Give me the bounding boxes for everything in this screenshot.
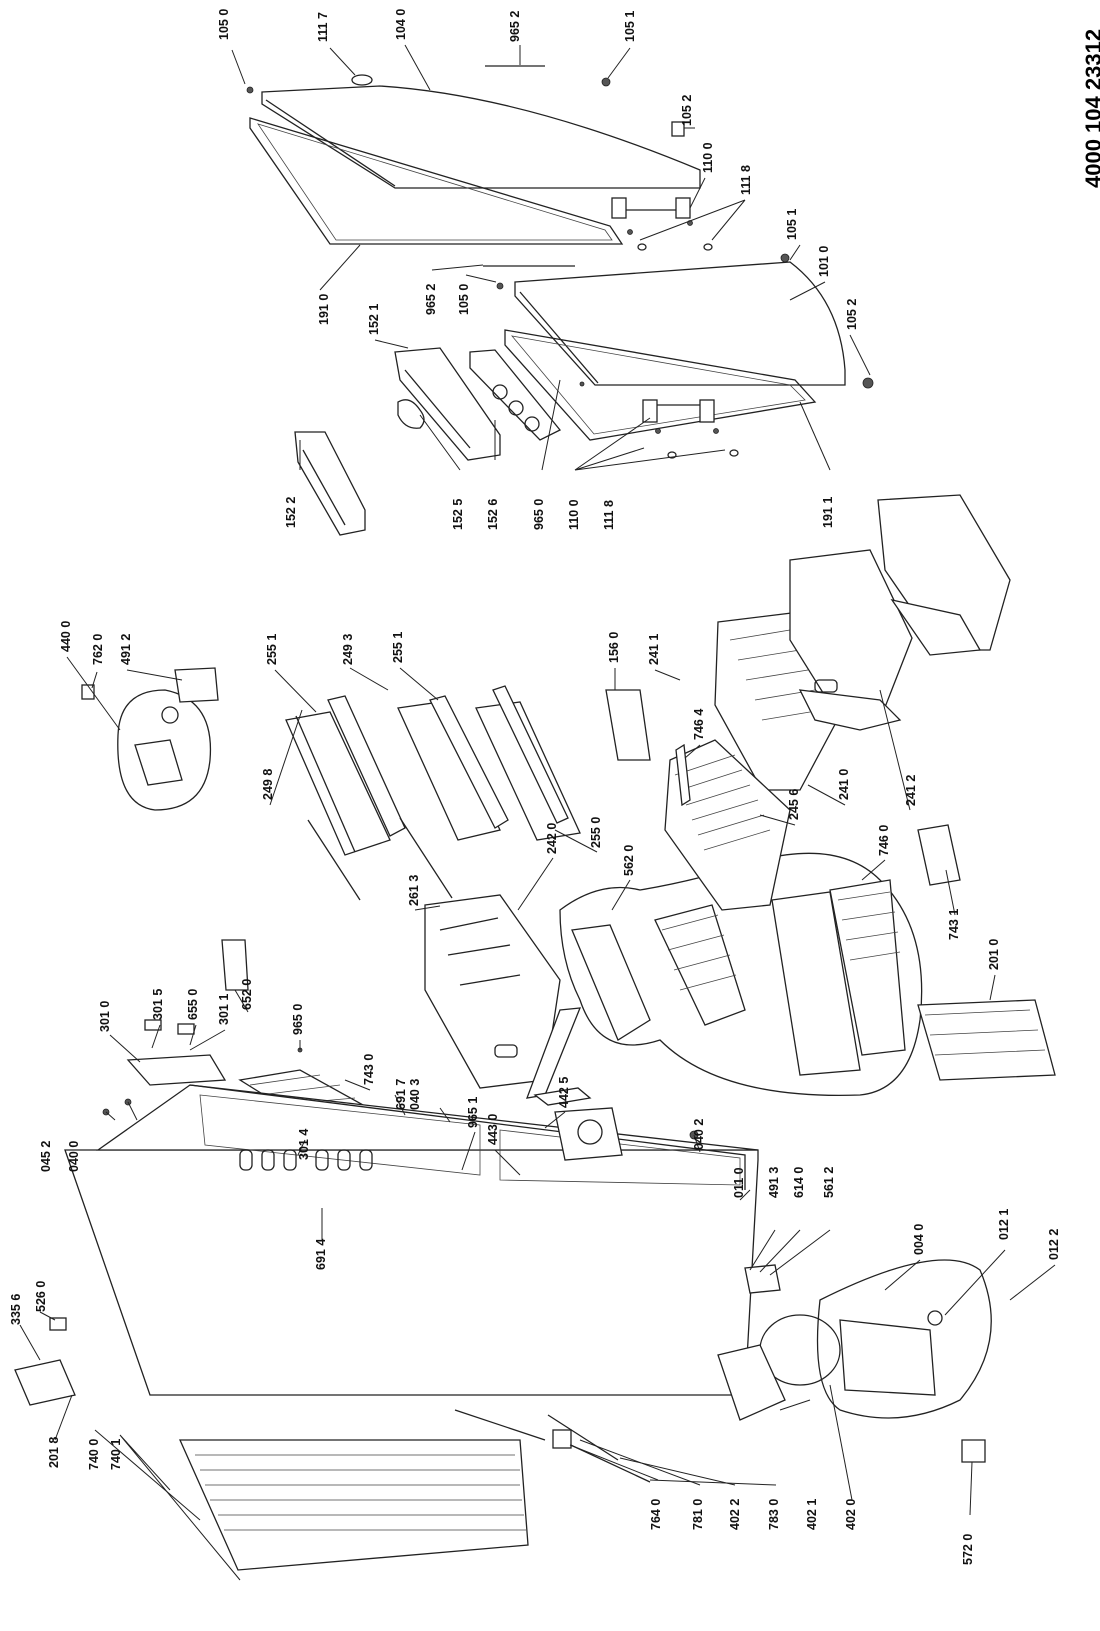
part-label: 040 3 — [408, 1078, 422, 1110]
part-label: 965 0 — [291, 1003, 305, 1035]
glass-shelves-drawing — [285, 685, 581, 901]
part-label: 012 2 — [1047, 1228, 1061, 1260]
part-label: 781 0 — [691, 1498, 705, 1530]
freezer-drawers-drawing — [714, 494, 1011, 791]
part-label: 255 1 — [391, 631, 405, 663]
part-label: 101 0 — [817, 245, 831, 277]
part-label: 965 2 — [508, 10, 522, 42]
part-label: 655 0 — [186, 988, 200, 1020]
part-label: 105 2 — [680, 94, 694, 126]
part-label: 764 0 — [649, 1498, 663, 1530]
part-label: 526 0 — [34, 1280, 48, 1312]
freezer-door-drawing — [246, 65, 713, 251]
part-label: 110 0 — [701, 142, 715, 173]
part-label: 249 3 — [341, 633, 355, 665]
part-label: 965 1 — [466, 1096, 480, 1128]
part-label: 443 0 — [486, 1113, 500, 1145]
part-label: 965 2 — [424, 283, 438, 315]
part-label: 652 0 — [240, 978, 254, 1010]
part-label: 442 5 — [557, 1076, 571, 1108]
part-label: 740 1 — [109, 1438, 123, 1470]
part-label: 104 0 — [394, 8, 408, 40]
part-label: 743 1 — [947, 908, 961, 940]
part-label: 105 2 — [845, 298, 859, 330]
part-label: 740 0 — [87, 1438, 101, 1470]
part-label: 241 1 — [647, 633, 661, 665]
part-label: 191 0 — [317, 293, 331, 325]
part-label: 691 7 — [394, 1078, 408, 1110]
part-label: 105 1 — [785, 208, 799, 240]
part-label: 301 0 — [98, 1000, 112, 1032]
fan-assembly-drawing — [81, 667, 219, 811]
leader-lines — [19, 44, 1056, 1581]
part-label: 743 0 — [362, 1053, 376, 1085]
rear-condenser-drawing — [14, 1317, 651, 1571]
part-label: 255 0 — [589, 816, 603, 848]
part-label: 561 2 — [822, 1166, 836, 1198]
part-label: 040 2 — [692, 1118, 706, 1150]
part-label: 491 3 — [767, 1166, 781, 1198]
part-label: 440 0 — [59, 620, 73, 652]
part-label: 156 0 — [607, 631, 621, 663]
part-label: 111 8 — [602, 500, 616, 530]
part-label: 105 0 — [217, 8, 231, 40]
part-label: 111 8 — [739, 165, 753, 195]
part-label: 201 0 — [987, 938, 1001, 970]
part-label: 152 5 — [451, 498, 465, 530]
part-label: 402 1 — [805, 1498, 819, 1530]
part-label: 191 1 — [821, 496, 835, 528]
part-label: 261 3 — [407, 874, 421, 906]
part-label: 572 0 — [961, 1533, 975, 1565]
part-label: 255 1 — [265, 633, 279, 665]
crisper-drawer-drawing — [424, 894, 582, 1099]
part-label: 783 0 — [767, 1498, 781, 1530]
part-label: 301 5 — [151, 988, 165, 1020]
part-label: 562 0 — [622, 844, 636, 876]
lamp-thermostat-drawing — [533, 1087, 699, 1161]
rear-cover-drawing — [917, 824, 1056, 1081]
part-label: 762 0 — [91, 633, 105, 665]
part-label: 241 0 — [837, 768, 851, 800]
part-label: 614 0 — [792, 1166, 806, 1198]
part-label: 045 2 — [39, 1140, 53, 1172]
part-label: 249 8 — [261, 768, 275, 800]
evaporator-area-drawing — [559, 852, 923, 1097]
part-label: 105 0 — [457, 283, 471, 315]
wire-shelf-drawing — [605, 689, 791, 911]
part-label: 011 0 — [732, 1167, 746, 1198]
part-label: 245 6 — [787, 788, 801, 820]
part-label: 746 4 — [692, 708, 706, 740]
cabinet-drawing — [64, 1084, 759, 1396]
part-label: 691 4 — [314, 1238, 328, 1270]
document-id: 4000 104 23312 — [1081, 28, 1100, 188]
part-label: 965 0 — [532, 498, 546, 530]
part-label: 105 1 — [623, 10, 637, 42]
part-label: 301 1 — [217, 993, 231, 1025]
part-label: 152 6 — [486, 498, 500, 530]
compressor-drawing — [717, 1259, 992, 1463]
part-label: 040 0 — [67, 1140, 81, 1172]
part-label: 012 1 — [997, 1208, 1011, 1240]
part-label: 110 0 — [567, 499, 581, 530]
part-label: 402 0 — [844, 1498, 858, 1530]
part-label: 004 0 — [912, 1223, 926, 1255]
fridge-door-drawing — [483, 253, 874, 459]
part-label: 491 2 — [119, 633, 133, 665]
part-label: 201 8 — [47, 1436, 61, 1468]
door-bins-drawing — [294, 347, 562, 536]
part-label: 746 0 — [877, 824, 891, 856]
part-label: 301 4 — [297, 1128, 311, 1160]
part-label: 241 2 — [904, 774, 918, 806]
part-label: 242 0 — [545, 822, 559, 854]
part-label: 335 6 — [9, 1293, 23, 1325]
part-label: 402 2 — [728, 1498, 742, 1530]
part-label: 152 1 — [367, 303, 381, 335]
part-label: 152 2 — [284, 496, 298, 528]
part-label: 111 7 — [316, 12, 330, 42]
